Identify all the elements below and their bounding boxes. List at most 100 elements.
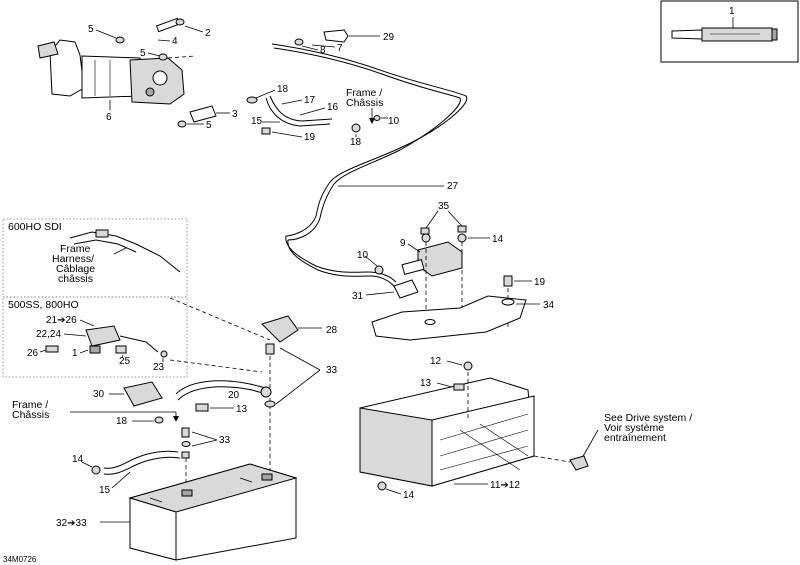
callout-3: 3 <box>232 109 238 120</box>
callout-5b: 5 <box>140 48 146 59</box>
battery-tray-icon <box>359 377 535 487</box>
callout-30: 30 <box>93 389 105 400</box>
callout-9: 9 <box>400 238 406 249</box>
nut-icon <box>421 233 431 243</box>
callout-10b: 10 <box>357 250 369 261</box>
starter-motor-icon <box>37 39 185 105</box>
washer-icon <box>154 416 164 424</box>
washer-icon <box>373 115 381 121</box>
harness-label-line1: Frame <box>60 243 90 255</box>
nut-icon <box>463 361 473 371</box>
callout-31: 31 <box>352 291 364 302</box>
boot-icon <box>261 315 299 343</box>
boot-icon <box>123 381 163 407</box>
bushing-icon <box>420 227 430 235</box>
callout-12: 12 <box>430 356 442 367</box>
callout-18a: 18 <box>277 84 289 95</box>
callout-18b: 18 <box>350 137 362 148</box>
callout-15a: 15 <box>251 116 263 127</box>
frame-chassis-label-top-line1: Frame / <box>346 87 382 99</box>
callout-32-33: 32➔33 <box>56 518 87 529</box>
nut-icon <box>91 465 101 475</box>
callout-4: 4 <box>172 36 178 47</box>
grease-tube-icon <box>701 27 773 42</box>
callout-13b: 13 <box>236 404 248 415</box>
callout-17: 17 <box>304 95 316 106</box>
drive-system-label-line2: Voir système <box>604 422 664 434</box>
callout-25: 25 <box>119 356 131 367</box>
bolt-icon <box>265 343 275 355</box>
frame-chassis-label-top-line2: Châssis <box>346 97 383 109</box>
tube-inset: 1 <box>660 0 799 63</box>
callout-1b: 1 <box>72 348 78 359</box>
callout-7: 7 <box>337 43 343 54</box>
variant-box-500ss <box>2 296 188 378</box>
callout-28: 28 <box>326 325 338 336</box>
diagram-code: 34M0726 <box>3 555 37 564</box>
callout-14b: 14 <box>403 490 415 501</box>
nut-icon <box>351 123 361 133</box>
callout-14a: 14 <box>492 234 504 245</box>
callout-35: 35 <box>438 201 450 212</box>
drive-system-label-line3: entraînement <box>604 432 666 444</box>
callout-29: 29 <box>383 32 395 43</box>
callout-22-24: 22,24 <box>36 329 61 340</box>
bolt-icon <box>453 383 465 391</box>
callout-33a: 33 <box>326 365 338 376</box>
callout-5c: 5 <box>206 120 212 131</box>
bolt-icon <box>503 275 513 287</box>
bolt-icon <box>195 403 209 412</box>
bracket-icon <box>189 105 217 123</box>
solenoid-icon <box>401 241 463 277</box>
variant-box-600ho-title: 600HO SDI <box>8 221 62 233</box>
drive-system-label-line1: See Drive system / <box>604 412 692 424</box>
washer-icon <box>158 53 168 61</box>
callout-8: 8 <box>320 45 326 56</box>
callout-34: 34 <box>543 300 555 311</box>
callout-33b: 33 <box>219 435 231 446</box>
connector-icon <box>85 325 121 347</box>
nut-icon <box>374 265 384 275</box>
callout-11-12: 11➔12 <box>490 480 520 491</box>
variant-box-500ss-title: 500SS, 800HO <box>8 299 79 311</box>
callout-1: 1 <box>729 6 735 17</box>
boot-icon <box>393 279 419 299</box>
nut-icon <box>377 481 387 491</box>
washer-icon <box>246 96 258 104</box>
bolt-icon <box>155 17 185 33</box>
callout-14c: 14 <box>72 454 84 465</box>
callout-2: 2 <box>205 28 211 39</box>
harness-label-line2: Harness/ <box>52 253 94 265</box>
callout-16: 16 <box>327 102 339 113</box>
harness-label-line3: Câblage <box>56 263 95 275</box>
battery-icon <box>128 463 298 561</box>
nut-icon <box>177 120 187 128</box>
callout-18c: 18 <box>116 416 128 427</box>
washer-icon <box>115 36 125 44</box>
callout-19b: 19 <box>534 277 546 288</box>
washer-icon <box>294 38 304 46</box>
nut-icon <box>457 233 467 243</box>
bolt-icon <box>181 427 190 438</box>
callout-26: 26 <box>27 348 39 359</box>
bushing-icon <box>457 225 467 233</box>
battery-bracket-icon <box>371 295 527 341</box>
callout-13a: 13 <box>420 378 432 389</box>
callout-6: 6 <box>106 112 112 123</box>
boot-icon <box>323 29 349 43</box>
callout-10a: 10 <box>388 116 400 127</box>
callout-21-26: 21➔26 <box>46 315 77 326</box>
frame-chassis-label-left-line1: Frame / <box>12 399 48 411</box>
harness-label-line4: châssis <box>58 273 93 285</box>
washer-icon <box>264 400 276 408</box>
callout-15b: 15 <box>99 485 111 496</box>
callout-20: 20 <box>228 390 240 401</box>
frame-chassis-label-left-line2: Châssis <box>12 409 49 421</box>
callout-23: 23 <box>153 362 165 373</box>
callout-5a: 5 <box>88 24 94 35</box>
bolt-icon <box>261 127 271 135</box>
callout-27: 27 <box>447 181 459 192</box>
callout-19a: 19 <box>304 132 316 143</box>
bolt-icon <box>569 455 589 471</box>
